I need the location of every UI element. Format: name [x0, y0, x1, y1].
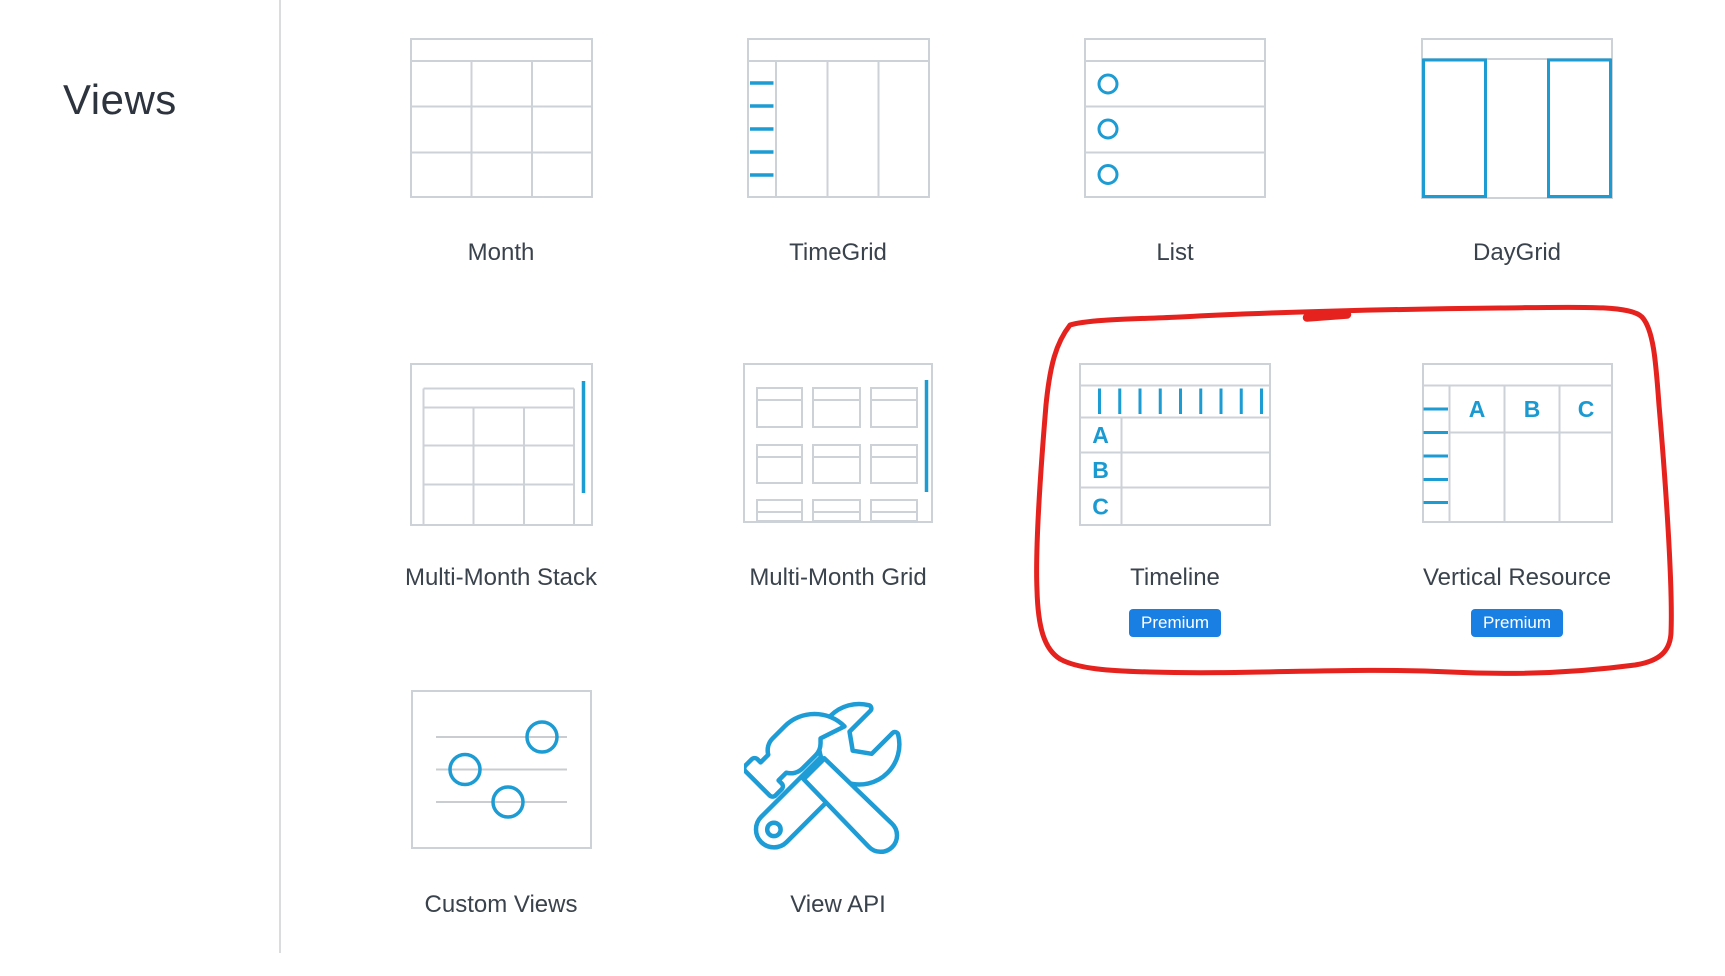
vertical-resource-view-icon: A B C [1421, 363, 1613, 526]
card-daygrid[interactable]: DayGrid [1377, 38, 1657, 265]
custom-views-icon [410, 690, 592, 853]
card-label: DayGrid [1472, 239, 1562, 266]
svg-text:B: B [1092, 457, 1109, 483]
card-label: TimeGrid [789, 239, 887, 266]
month-view-icon [409, 38, 593, 201]
card-timeline[interactable]: A B C Timeline Premium [1035, 363, 1315, 637]
card-label: Multi-Month Grid [749, 564, 927, 591]
card-label: Vertical Resource [1422, 564, 1612, 591]
card-label: Custom Views [424, 891, 578, 918]
premium-badge: Premium [1470, 609, 1563, 637]
svg-text:A: A [1092, 422, 1109, 448]
card-vertical-resource[interactable]: A B C Vertical Resource Premium [1377, 363, 1657, 637]
card-label: View API [790, 891, 886, 918]
page-title: Views [63, 76, 177, 124]
card-view-api[interactable]: View API [698, 690, 978, 917]
svg-text:A: A [1468, 396, 1485, 422]
card-label: List [1156, 239, 1194, 266]
svg-text:B: B [1523, 396, 1540, 422]
list-view-icon [1084, 38, 1266, 201]
timeline-view-icon: A B C [1079, 363, 1271, 526]
card-list[interactable]: List [1035, 38, 1315, 265]
view-api-hammer-wrench-icon [758, 690, 918, 853]
card-month[interactable]: Month [361, 38, 641, 265]
svg-text:C: C [1092, 494, 1109, 520]
premium-badge: Premium [1128, 609, 1221, 637]
daygrid-view-icon [1421, 38, 1613, 201]
multi-month-stack-icon [409, 363, 593, 526]
card-label: Timeline [1130, 564, 1220, 591]
card-label: Multi-Month Stack [404, 564, 598, 591]
card-label: Month [467, 239, 535, 266]
card-multi-month-stack[interactable]: Multi-Month Stack [361, 363, 641, 590]
multi-month-grid-icon [743, 363, 933, 526]
card-timegrid[interactable]: TimeGrid [698, 38, 978, 265]
timegrid-view-icon [746, 38, 930, 201]
card-custom-views[interactable]: Custom Views [361, 690, 641, 917]
card-multi-month-grid[interactable]: Multi-Month Grid [698, 363, 978, 590]
svg-text:C: C [1577, 396, 1594, 422]
sidebar-divider [279, 0, 281, 953]
